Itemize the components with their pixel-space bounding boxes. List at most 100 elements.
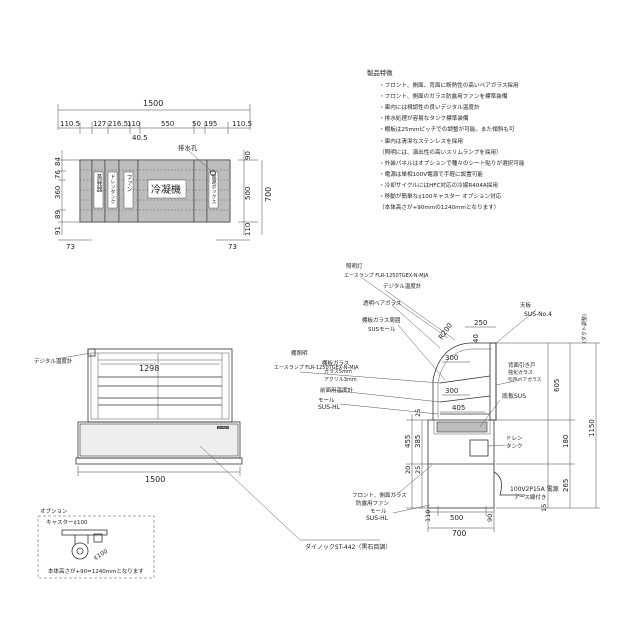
front-glass-label: フロント、側面ガラス (352, 491, 407, 499)
power-label: 100V2P15A 電源 (510, 485, 559, 493)
left-height: 360 (54, 186, 62, 199)
roof-material: SUS-No.4 (524, 311, 552, 318)
left-dim: 455 (404, 435, 412, 448)
shelf-glass-mold: SUSモール (368, 326, 396, 333)
lamp-top-model: エースランプ FLR-1250TGEX-N-MJA (344, 273, 429, 279)
seg-dim: 195 (204, 120, 217, 128)
compressor-label: 冷凝機 (151, 183, 181, 196)
caster-wheel (71, 542, 89, 560)
drain-label: 排水孔 (178, 143, 198, 152)
inner-dim: 405 (452, 404, 465, 412)
seg-dim: 110 (127, 120, 140, 128)
bottom-dim: 110 (424, 510, 432, 522)
front-fan-label: 防露用ファン (356, 499, 390, 507)
right-dim: 15 (540, 504, 548, 512)
col-label: ドレンタンク (110, 174, 116, 204)
option-height-note: 本体高さが+90=1240mmとなります (48, 567, 144, 575)
right-dim: 1150 (588, 419, 596, 437)
right-height: 500 (244, 187, 252, 200)
lamp-mid-model: エースランプ FLR-1250TGEX-N-MJA (274, 365, 359, 371)
shelf-acrylic: アクリル3mm (324, 377, 357, 383)
left-dim: 385 (414, 435, 422, 448)
right-dim: 265 (562, 479, 570, 492)
bottom-right-dim: 73 (228, 243, 237, 251)
left-height: 76 (54, 170, 62, 179)
glass-label: 透明ペアガラス (363, 299, 401, 307)
top-view: 1500 110.5 127 216.5 110 550 50 195 110.… (54, 99, 273, 251)
bottom-left-dim: 73 (66, 243, 75, 251)
bottom-dim: 700 (452, 529, 467, 538)
col-label: ファン (125, 174, 132, 192)
spec-item: ・排水処理が容易なタンク標準装備 (379, 116, 469, 123)
spec-item: ・フロント、側面、背面に断熱性の高いペアガラス採用 (379, 83, 519, 90)
mold-material: SUS-HL (318, 404, 341, 411)
spec-list: 製品特徴 ・フロント、側面、背面に断熱性の高いペアガラス採用 ・フロント、側面の… (357, 68, 587, 214)
top-overall-width: 1500 (143, 99, 163, 108)
earth-label: アース線付き (514, 493, 546, 501)
left-height: 91 (54, 226, 62, 235)
bottom-dim: 500 (450, 514, 463, 522)
spec-item: （照明には、演出性の高いスリムランプを採用） (379, 149, 502, 156)
seg-dim: 127 (93, 120, 106, 128)
top-dim: 250 (474, 319, 487, 327)
lamp-mid-label: 棚照明 (291, 349, 308, 357)
back-door-pair: 引戸ペアガラス (508, 376, 542, 383)
spec-item: ・移動が簡単な¢100キャスター オプション対応 (379, 194, 502, 201)
option-header: オプション (40, 508, 68, 515)
brand-plate (217, 426, 229, 429)
side-case (432, 342, 497, 420)
front-overall-width: 1500 (145, 475, 165, 484)
drain-tank (469, 439, 489, 457)
right-note: (ダクト調整) (581, 314, 588, 343)
spec-title: 製品特徴 (367, 69, 393, 77)
caster-diameter: ¢100 (93, 548, 110, 562)
seg-dim: 110.5 (60, 120, 80, 128)
drain-tank-label2: タンク (506, 442, 523, 450)
drain-hole (210, 170, 216, 176)
right-height: 90 (244, 151, 252, 160)
col-label: 蒸発器 (95, 173, 102, 193)
top-depth: 700 (264, 187, 273, 202)
spec-item: ・棚板は25mmピッチでの調整が可能。また傾斜も可 (379, 127, 515, 134)
roof-label: 天板 (520, 301, 532, 309)
drain-tank-label: ドレン (506, 436, 523, 442)
left-dim: 25 (414, 409, 422, 417)
left-dim: 25 (414, 466, 422, 474)
mold-label: モール (318, 397, 335, 404)
radius-label: R200 (437, 322, 454, 342)
right-height: 110 (244, 223, 252, 236)
inner-width-dim: 1298 (139, 364, 159, 373)
front-view: 1298 DAINOX 1500 デジタル温度計 (34, 348, 380, 541)
option-caster-label: キャスター¢100 (46, 518, 88, 526)
shelf-glass-label: 棚板ガラス周囲 (362, 316, 401, 324)
shelf-label: 棚板ガラス (322, 359, 349, 367)
bottom-sus-label: 底板SUS (502, 392, 526, 400)
spec-item: ・フロント、側面のガラス防露用ファンを標準装備 (379, 94, 508, 101)
spec-item: ・冷却サイクルにはHFC対応の冷媒R404A採用 (379, 182, 498, 189)
seg-dim: 216.5 (108, 120, 128, 128)
spec-item: ・外装パネルはオプションで種々のシート貼りが選択可能 (379, 160, 525, 167)
left-height: 89 (54, 210, 62, 219)
left-dim: 20 (404, 466, 412, 474)
spec-item: ・庫内には視認性の良いデジタル温度計 (379, 105, 480, 112)
inner-dim: 300 (445, 354, 458, 362)
shelf-thickness: ガラス5mm (324, 368, 352, 375)
inner-dim: 300 (445, 387, 458, 395)
spec-item: （本体高さが+90mmの1240mmとなります） (379, 205, 500, 212)
right-col-label: 電源ボックス (211, 174, 217, 204)
option-caster: オプション キャスター¢100 ¢100 本体高さが+90=1240mmとなりま… (37, 508, 155, 579)
sub-dim: 40.5 (132, 134, 148, 142)
seg-dim: 550 (161, 120, 174, 128)
back-door-label: 背面引き戸 (508, 361, 536, 369)
right-dim: 180 (562, 435, 570, 448)
spec-item: ・電源は単相100V電源で手軽に設置可能 (379, 171, 484, 178)
model-label: ダイノックST-442（黒石目調） (305, 543, 391, 551)
right-dim: 605 (553, 379, 561, 392)
digital-thermo-label: デジタル温度計 (383, 282, 422, 290)
back-door-glass: 強化ガラス (508, 369, 533, 376)
mold-bottom-label: モール (370, 508, 387, 515)
fan-label: 前面用温度計 (320, 386, 354, 394)
lamp-top-label: 照明灯 (346, 262, 363, 270)
